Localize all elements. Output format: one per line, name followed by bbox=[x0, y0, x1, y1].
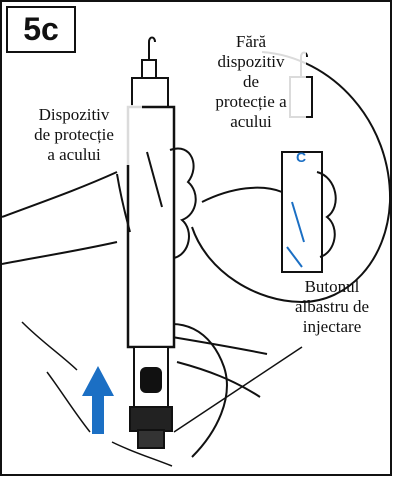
inset-pen-body bbox=[282, 152, 322, 272]
needle bbox=[149, 38, 155, 61]
button-pointer-line bbox=[174, 347, 302, 432]
step-number: 5c bbox=[6, 6, 76, 53]
label-blue-injection-button: Butonul albastru de injectare bbox=[272, 277, 392, 337]
insulin-pen bbox=[128, 38, 174, 449]
up-arrow-icon bbox=[82, 366, 114, 434]
forearm-outline bbox=[2, 172, 117, 217]
lower-fingers bbox=[172, 337, 267, 397]
label-with-needle-guard: Dispozitiv de protecție a acului bbox=[6, 105, 142, 165]
pen-blue-button bbox=[130, 407, 172, 431]
inset-c-marker: C bbox=[296, 149, 306, 165]
pen-dose-window bbox=[140, 367, 162, 393]
label-without-needle-guard: Fără dispozitiv de protecție a acului bbox=[196, 32, 306, 132]
forearm-lower bbox=[2, 242, 117, 264]
pen-end bbox=[138, 430, 164, 448]
